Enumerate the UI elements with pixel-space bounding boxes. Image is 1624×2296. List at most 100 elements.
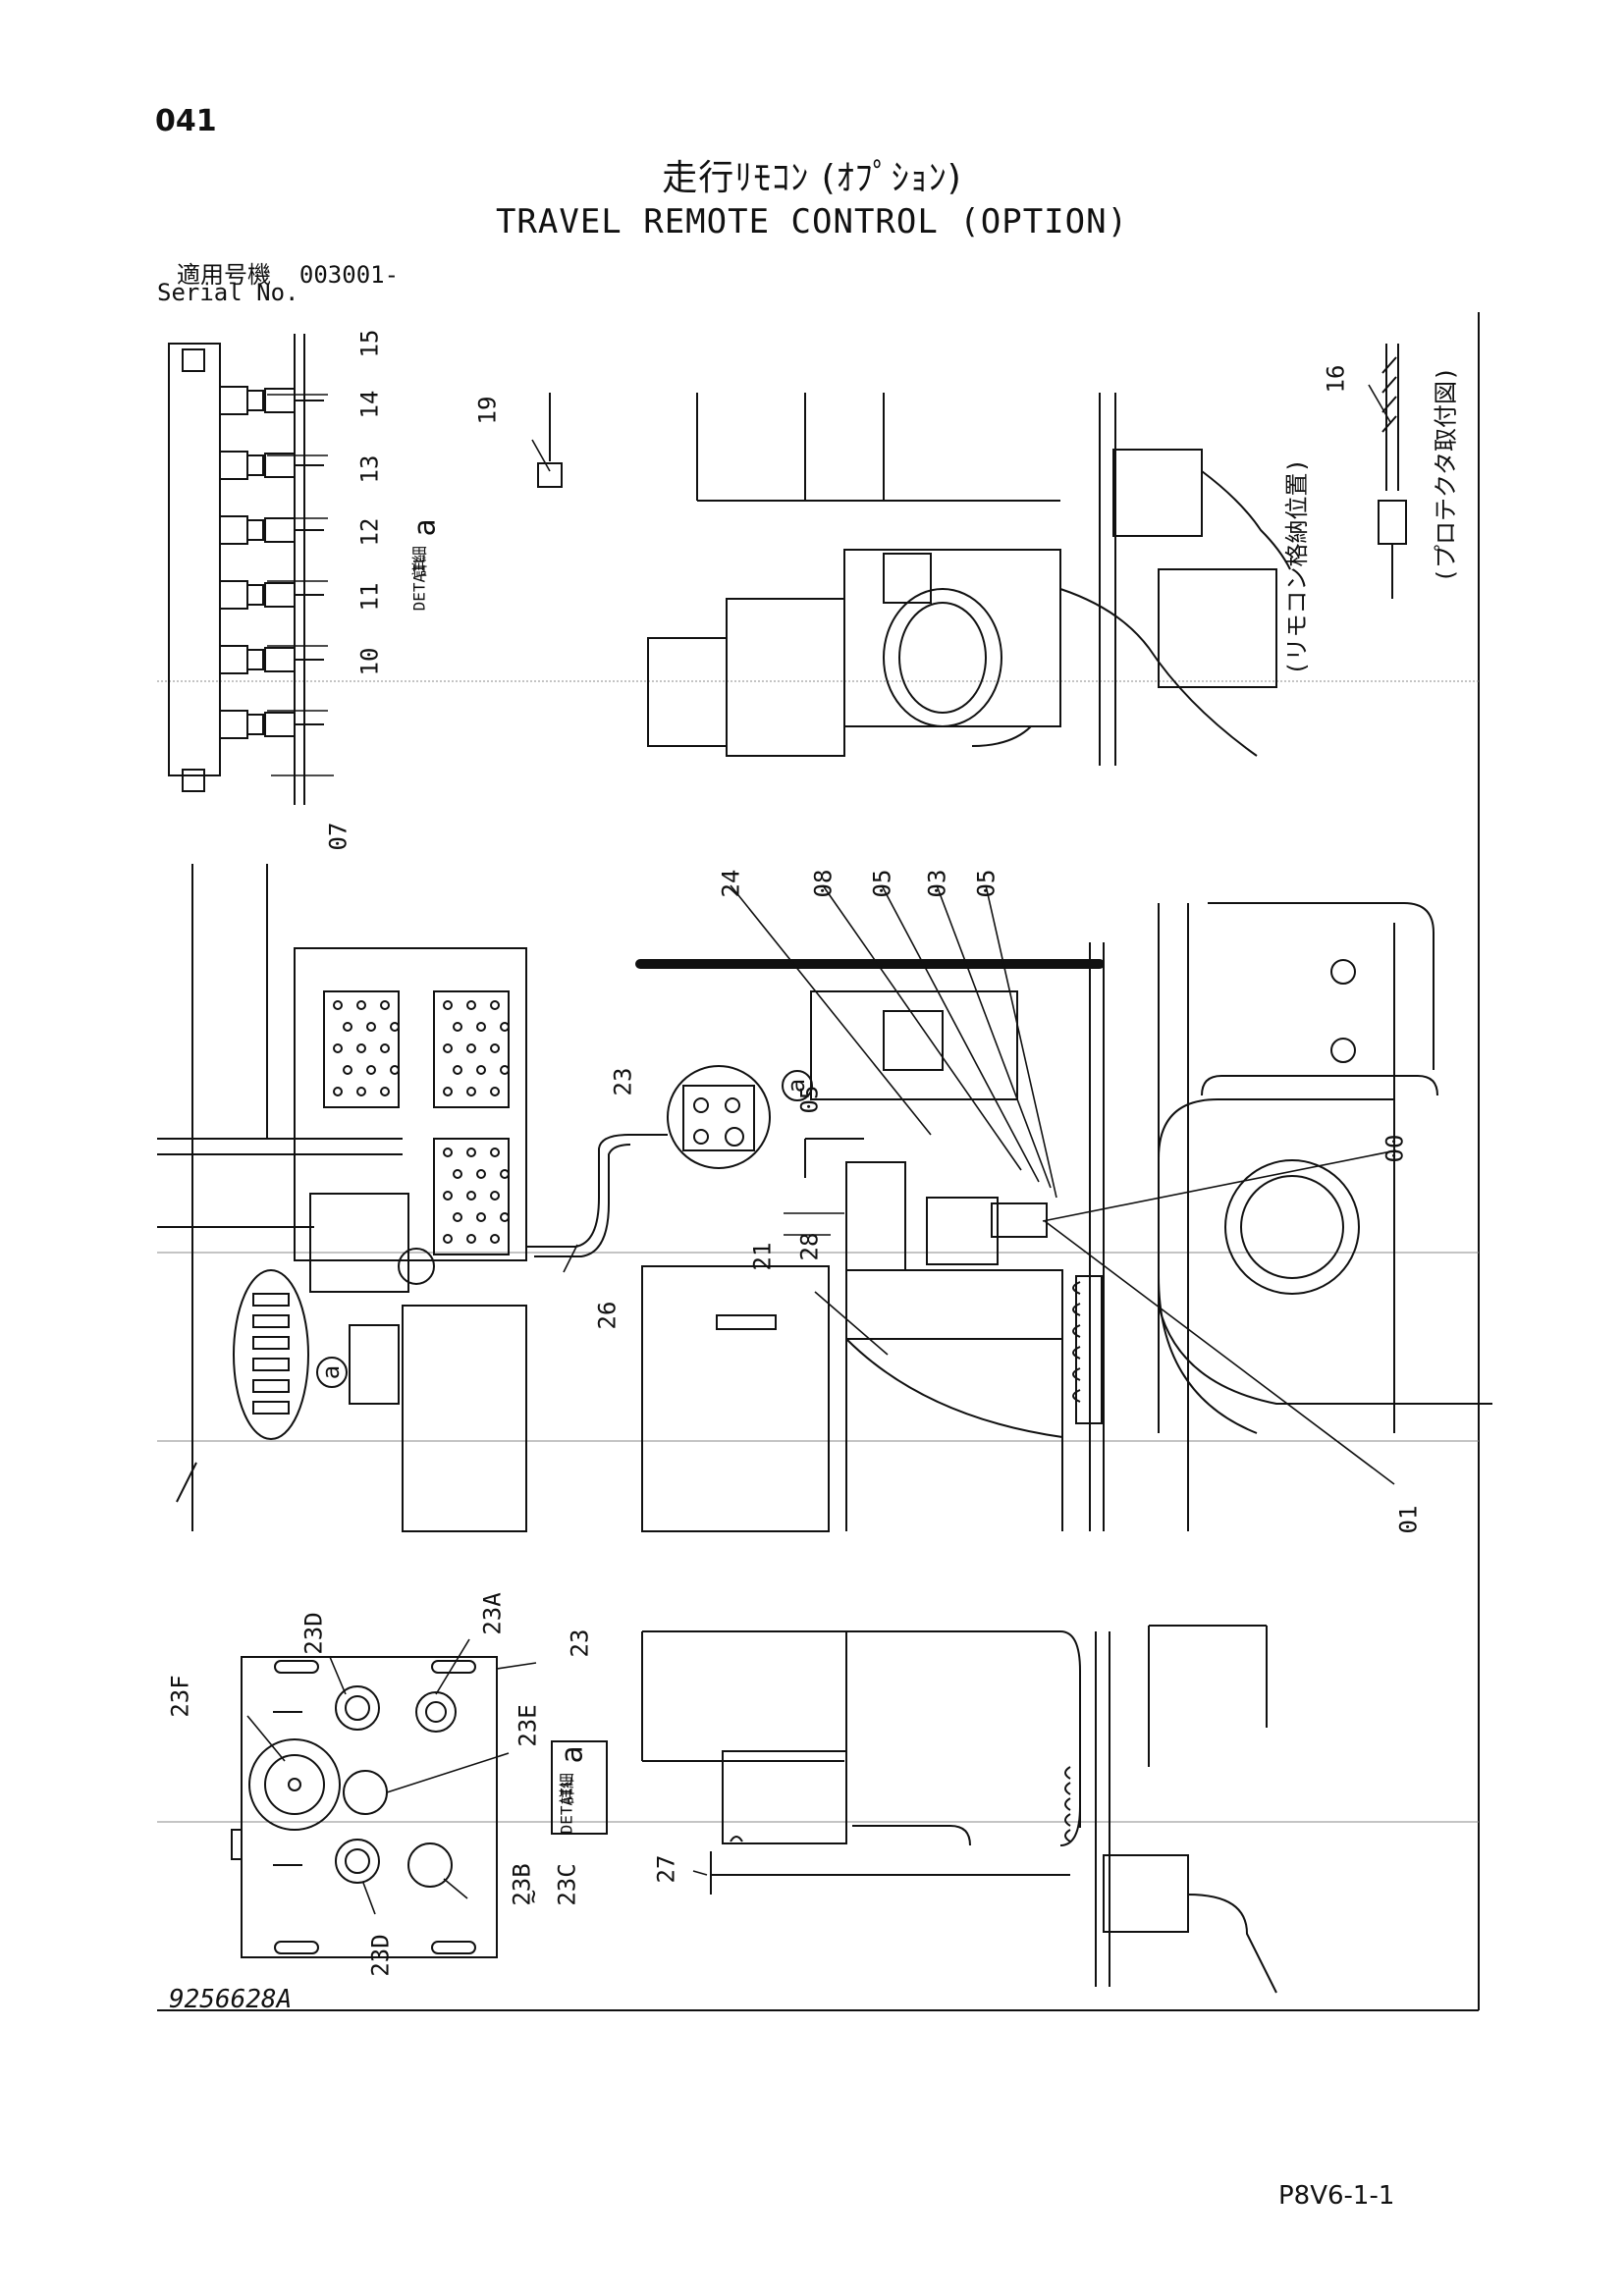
manifold-port <box>219 451 324 480</box>
detail-label-box-bottom <box>551 1740 608 1835</box>
plate-hole <box>333 1043 343 1053</box>
machine-body-view <box>157 864 527 1532</box>
callout-range-separator: ~ <box>519 1889 548 1904</box>
plate-hole <box>343 1065 352 1075</box>
plate-hole <box>443 1000 453 1010</box>
circle-marker-a-2: a <box>316 1357 348 1388</box>
plate-hole <box>453 1212 462 1222</box>
callout-23E: 23E <box>514 1704 542 1747</box>
detail-a-circle <box>233 1269 309 1440</box>
note-protector-install: (プロテクタ取付図) <box>1432 366 1460 583</box>
remote-cable-26 <box>526 1134 668 1257</box>
plate-hole <box>490 1000 500 1010</box>
manifold-port <box>219 515 324 545</box>
plate-hole <box>490 1148 500 1157</box>
plate-hole <box>476 1212 486 1222</box>
plate-hole <box>356 1000 366 1010</box>
plate-hole <box>466 1000 476 1010</box>
connector-manifold <box>168 334 324 805</box>
callout-26: 26 <box>593 1301 622 1330</box>
protector-hose-part <box>1378 344 1407 599</box>
plate-hole <box>453 1169 462 1179</box>
detail-port <box>252 1314 290 1328</box>
hose-loop <box>1064 1797 1071 1811</box>
manifold-port <box>219 710 324 739</box>
hose-loop <box>1064 1766 1071 1780</box>
plate-hole <box>443 1234 453 1244</box>
callout-14: 14 <box>355 390 384 419</box>
plate-hole <box>476 1022 486 1032</box>
plate-hole <box>366 1065 376 1075</box>
detail-port <box>252 1401 290 1415</box>
plate-hole <box>390 1022 400 1032</box>
callout-21: 21 <box>748 1242 777 1271</box>
hose-loop <box>1072 1389 1081 1403</box>
plate-hole <box>466 1087 476 1096</box>
plate-hole <box>500 1022 510 1032</box>
plate-hole <box>490 1087 500 1096</box>
plate-hole <box>476 1169 486 1179</box>
callout-10: 10 <box>355 647 384 676</box>
callout-03: 03 <box>923 869 951 898</box>
callout-01: 01 <box>1394 1505 1423 1534</box>
remote-panel-detail <box>231 1656 498 1958</box>
manifold-port <box>219 386 324 415</box>
callout-23-bottom: 23 <box>566 1629 594 1658</box>
plate-hole <box>453 1065 462 1075</box>
callout-23-mid: 23 <box>609 1067 637 1096</box>
plate-hole <box>380 1087 390 1096</box>
hose-loop <box>1072 1346 1081 1360</box>
plate-hole <box>380 1000 390 1010</box>
page-number: 041 <box>155 104 217 138</box>
callout-08: 08 <box>809 869 838 898</box>
plate-hole <box>453 1022 462 1032</box>
plate-hole <box>380 1043 390 1053</box>
plate-hole <box>490 1191 500 1201</box>
note-storage-position: (リモコン格納位置) <box>1282 458 1311 675</box>
callout-05-a: 05 <box>868 869 896 898</box>
hose-loop <box>1072 1367 1081 1381</box>
storage-position-view <box>647 393 1291 766</box>
serial-label-jp: 適用号機 <box>177 261 271 289</box>
plate-hole <box>443 1191 453 1201</box>
callout-27: 27 <box>652 1854 680 1884</box>
detail-port <box>252 1358 290 1371</box>
callout-23D-top: 23D <box>299 1612 328 1655</box>
plate-hole <box>366 1022 376 1032</box>
callout-13: 13 <box>355 454 384 484</box>
callout-11: 11 <box>355 582 384 612</box>
plate-hole <box>466 1148 476 1157</box>
leader-lines <box>246 384 1397 1915</box>
callout-28: 28 <box>795 1232 824 1261</box>
hose-loop <box>1072 1324 1081 1338</box>
detail-label-en-top: DETAIL <box>409 554 429 612</box>
manifold-port <box>219 645 324 674</box>
detail-label-en-bottom: DETAIL <box>557 1777 576 1835</box>
callout-23D-bottom: 23D <box>366 1934 395 1977</box>
serial-value: 003001- <box>298 261 400 289</box>
callout-12: 12 <box>355 517 384 547</box>
plate-hole <box>490 1234 500 1244</box>
callout-00: 00 <box>1380 1134 1409 1163</box>
plate-hole <box>443 1148 453 1157</box>
serial-label-english: Serial No. <box>157 279 299 306</box>
page-code: P8V6-1-1 <box>1278 2181 1395 2211</box>
plate-hole <box>500 1169 510 1179</box>
hose-loop <box>1072 1303 1081 1316</box>
drawing-number: 9256628A <box>169 1985 293 2014</box>
callout-15: 15 <box>355 329 384 358</box>
title-japanese: 走行ﾘﾓｺﾝ (ｵﾌﾟｼｮﾝ) <box>662 158 962 198</box>
hose-loop <box>1064 1782 1071 1795</box>
plate-hole <box>356 1043 366 1053</box>
callout-05-b: 05 <box>972 869 1001 898</box>
plate-hole <box>476 1065 486 1075</box>
title-english: TRAVEL REMOTE CONTROL (OPTION) <box>495 202 1129 241</box>
stowed-position-view <box>641 1625 1277 1994</box>
callout-07: 07 <box>324 822 352 851</box>
detail-port <box>252 1336 290 1350</box>
plate-hole <box>466 1191 476 1201</box>
detail-a-mini-panel <box>667 1065 771 1169</box>
detail-letter-top: a <box>407 518 443 537</box>
plate-hole <box>500 1065 510 1075</box>
plate-hole <box>333 1087 343 1096</box>
